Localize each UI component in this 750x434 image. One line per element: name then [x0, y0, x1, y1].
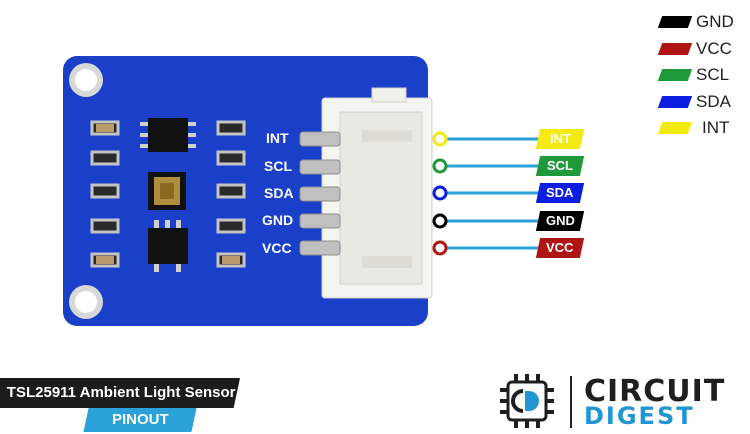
brand-separator: [570, 376, 572, 428]
pin-wires: [432, 131, 540, 256]
legend-item-scl: SCL: [657, 65, 750, 84]
light-sensor-chip: [148, 172, 186, 210]
legend-label: VCC: [696, 39, 732, 58]
pin-dot-scl: [432, 158, 448, 174]
mounting-hole-bl: [69, 285, 103, 319]
board-label-int: INT: [266, 130, 289, 146]
legend-swatch: [657, 16, 693, 28]
brand-sub: DIGEST: [584, 402, 695, 430]
legend-item-sda: SDA: [657, 92, 750, 111]
legend-label: SDA: [696, 92, 731, 111]
pin-dot-gnd: [432, 213, 448, 229]
passive-components: [90, 120, 246, 268]
legend-swatch: [657, 69, 693, 81]
board-label-vcc: VCC: [262, 240, 292, 256]
diagram-title: TSL25911 Ambient Light Sensor: [0, 378, 240, 408]
pin-tag-vcc: VCC: [535, 238, 585, 258]
pin-dot-sda: [432, 185, 448, 201]
chip-logo-icon: [500, 374, 554, 428]
brand-logo: CIRCUIT DIGEST: [492, 372, 747, 430]
legend-label: SCL: [696, 65, 730, 84]
legend-label: GND: [696, 12, 734, 31]
legend-item-int: INT: [657, 118, 750, 137]
legend-swatch: [657, 43, 693, 55]
board-label-sda: SDA: [264, 185, 294, 201]
pin-tag-int: INT: [535, 129, 585, 149]
board-label-scl: SCL: [264, 158, 292, 174]
legend-swatch: [657, 96, 693, 108]
legend-label: INT: [702, 118, 730, 137]
pin-dot-vcc: [432, 240, 448, 256]
mounting-hole-tl: [69, 63, 103, 97]
pin-tag-scl: SCL: [535, 156, 585, 176]
chip-top: [140, 118, 196, 152]
chip-bottom: [148, 220, 188, 272]
legend-swatch: [657, 122, 693, 134]
legend-item-vcc: VCC: [657, 39, 750, 58]
pin-tag-gnd: GND: [535, 211, 585, 231]
pin-tag-sda: SDA: [535, 183, 585, 203]
connector-pin-pads: [299, 131, 341, 256]
diagram-subtitle: PINOUT: [83, 408, 197, 432]
board-label-gnd: GND: [262, 212, 294, 228]
pin-dot-int: [432, 131, 448, 147]
brand-name: CIRCUIT: [584, 374, 726, 409]
legend-item-gnd: GND: [657, 12, 750, 31]
connector-housing: [321, 87, 433, 299]
